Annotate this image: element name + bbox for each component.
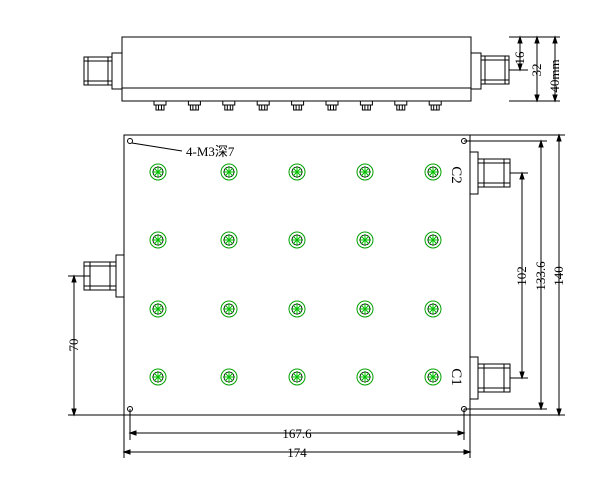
side-screw [222,100,236,111]
tuning-screw [288,163,306,181]
dim-40-label: 40mm [547,59,562,92]
side-view-dimensions [509,35,560,103]
tuning-screw [149,163,167,181]
tuning-screw [356,300,374,318]
tuning-screw [149,231,167,249]
port-label-c1: C1 [448,368,464,386]
left-dimension [68,274,124,417]
dim-70-label: 70 [66,339,81,352]
tuning-screw [356,368,374,386]
side-tuning-screws [153,100,442,111]
tuning-screw [356,231,374,249]
top-right-connector-c1 [469,356,511,400]
side-screw [428,100,442,111]
side-screw [291,100,305,111]
side-screw [256,100,270,111]
side-right-connector [470,52,510,90]
tuning-screw [288,231,306,249]
side-screw [325,100,339,111]
tuning-screw [424,163,442,181]
dim-16-label: 16 [512,51,527,65]
tuning-screw [220,300,238,318]
port-label-c2: C2 [448,166,464,184]
dim-140-label: 140 [551,266,566,286]
tuning-screw [149,300,167,318]
side-view-body [121,36,472,102]
side-left-connector [83,52,123,90]
tuning-screw [424,300,442,318]
top-right-connector-c2 [469,151,511,195]
tuning-screw [356,163,374,181]
dim-133-6-label: 133.6 [533,261,548,291]
tuning-screw [220,163,238,181]
side-view [83,35,560,111]
side-screw [394,100,408,111]
side-screw [153,100,167,111]
tuning-screw [288,368,306,386]
mount-hole [127,138,133,144]
right-dimensions [464,133,565,417]
dim-102-label: 102 [514,266,529,286]
side-screw [187,100,201,111]
top-view [68,133,565,458]
tuning-screw [424,231,442,249]
tuning-screw [220,231,238,249]
tuning-screw [288,300,306,318]
dim-32-label: 32 [529,64,544,77]
dim-174-label: 174 [287,445,307,460]
dim-167-6-label: 167.6 [282,426,312,441]
tuning-screw [220,368,238,386]
mount-hole-note: 4-M3深7 [186,144,235,159]
tuning-screw [424,368,442,386]
side-screw [359,100,373,111]
note-leader [131,142,183,152]
tuning-screw [149,368,167,386]
bottom-dimensions [122,409,472,458]
tuning-screw-grid [149,163,442,386]
